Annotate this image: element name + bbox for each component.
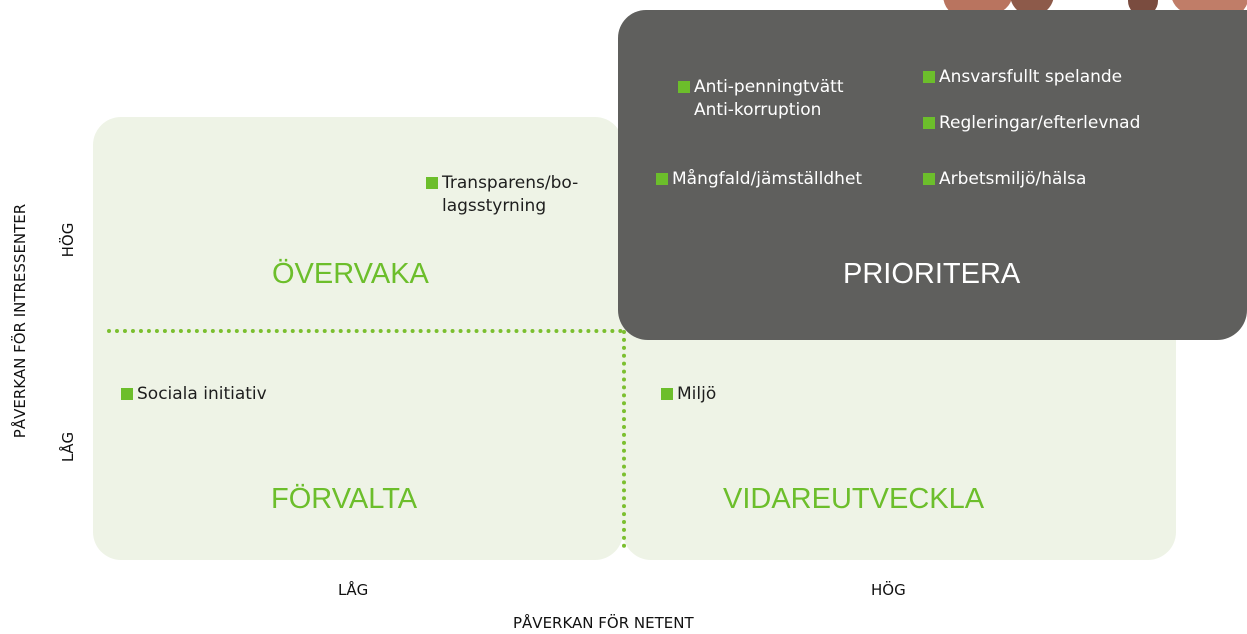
item-miljo: Miljö [661, 383, 716, 406]
horizontal-divider [107, 329, 623, 333]
bullet-square [678, 81, 690, 93]
bullet-square [661, 388, 673, 400]
bullet-square [426, 177, 438, 189]
bullet-square [121, 388, 133, 400]
item-label: Ansvarsfullt spelande [939, 67, 1123, 87]
item-label: Transparens/bo- [442, 173, 579, 193]
item-label: Mångfald/jämställdhet [672, 169, 863, 189]
item-label: Anti-penningtvätt [694, 77, 844, 97]
item-arbetsmiljo: Arbetsmiljö/hälsa [923, 168, 1086, 191]
quadrant-title-forvalta: FÖRVALTA [271, 483, 418, 515]
quadrant-panel-left [93, 117, 623, 560]
item-label: Anti-korruption [694, 100, 822, 120]
item-ansvarsfullt: Ansvarsfullt spelande [923, 66, 1122, 89]
bullet-square [923, 117, 935, 129]
x-axis-low-label: LÅG [338, 581, 369, 599]
vertical-divider [622, 330, 626, 548]
y-axis-high-label: HÖG [59, 222, 77, 258]
item-label: Sociala initiativ [137, 384, 267, 404]
bullet-square [923, 173, 935, 185]
item-label: Arbetsmiljö/hälsa [939, 169, 1087, 189]
item-label: Regleringar/efterlevnad [939, 113, 1141, 133]
bullet-square [656, 173, 668, 185]
x-axis-title: PÅVERKAN FÖR NETENT [513, 614, 694, 632]
y-axis-low-label: LÅG [59, 431, 77, 463]
item-anti: Anti-penningtvätt Anti-korruption [678, 76, 844, 122]
quadrant-title-overvaka: ÖVERVAKA [272, 258, 429, 290]
item-mangfald: Mångfald/jämställdhet [656, 168, 862, 191]
x-axis-high-label: HÖG [871, 581, 906, 599]
item-label: Miljö [677, 384, 717, 404]
y-axis-title: PÅVERKAN FÖR INTRESSENTER [11, 203, 29, 439]
bullet-square [923, 71, 935, 83]
item-sociala: Sociala initiativ [121, 383, 267, 406]
quadrant-title-vidareutveckla: VIDAREUTVECKLA [723, 483, 985, 515]
item-transparens: Transparens/bo- lagsstyrning [426, 172, 578, 218]
quadrant-title-prioritera: PRIORITERA [843, 258, 1021, 290]
item-regleringar: Regleringar/efterlevnad [923, 112, 1140, 135]
item-label: lagsstyrning [442, 196, 547, 216]
